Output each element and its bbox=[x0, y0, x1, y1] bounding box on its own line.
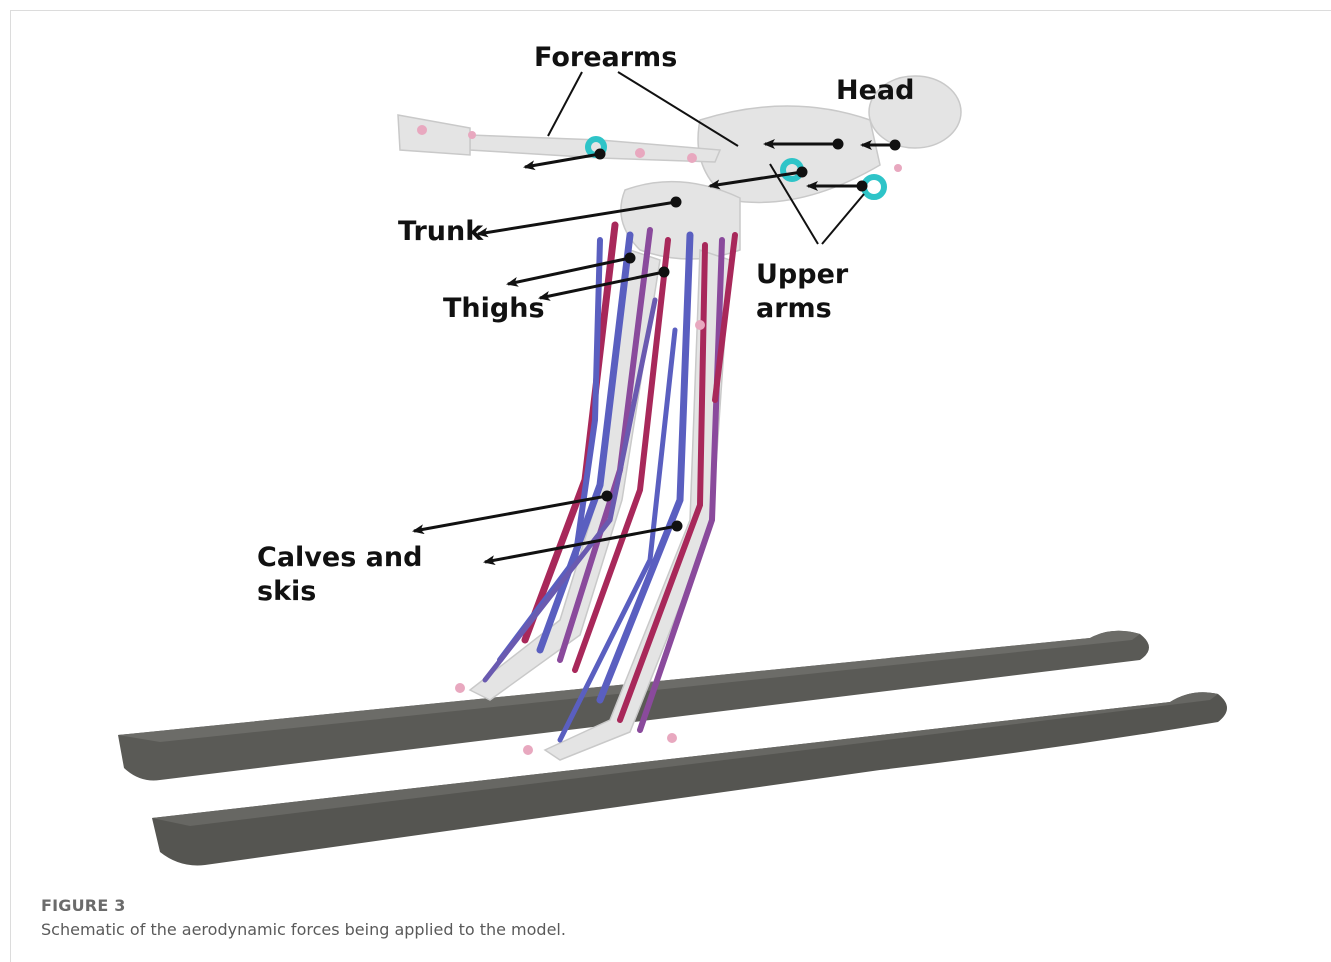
label-calves-1: Calves and bbox=[257, 542, 422, 573]
label-upper-arms-2: arms bbox=[756, 293, 832, 324]
label-head: Head bbox=[836, 75, 914, 106]
figure-illustration: Forearms Head Trunk Upper arms Thighs Ca… bbox=[0, 0, 1331, 890]
label-trunk: Trunk bbox=[398, 216, 484, 247]
label-forearms: Forearms bbox=[534, 42, 677, 73]
skis bbox=[118, 631, 1227, 866]
figure-caption-label: FIGURE 3 bbox=[41, 896, 126, 915]
label-upper-arms-1: Upper bbox=[756, 259, 849, 290]
label-thighs: Thighs bbox=[443, 293, 545, 324]
hand bbox=[398, 115, 470, 155]
label-calves-2: skis bbox=[257, 576, 316, 607]
ribcage bbox=[698, 106, 880, 202]
figure-caption-text: Schematic of the aerodynamic forces bein… bbox=[41, 920, 566, 939]
